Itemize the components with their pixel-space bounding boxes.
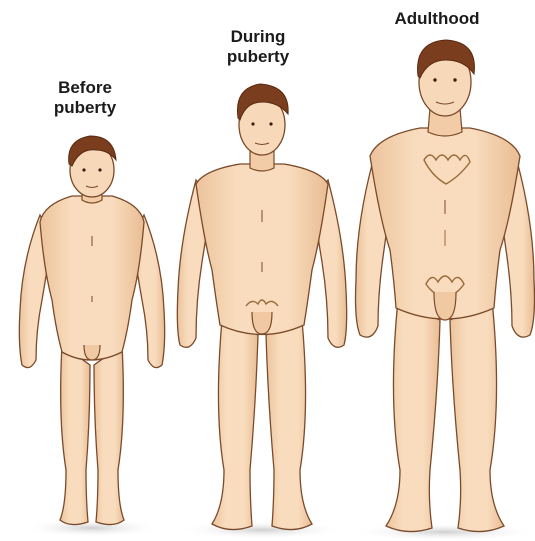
child-left-leg bbox=[60, 345, 90, 525]
adult-right-leg bbox=[450, 300, 504, 532]
label-adulthood-text: Adulthood bbox=[372, 9, 502, 29]
label-during-line1: During bbox=[198, 27, 318, 47]
child-torso bbox=[40, 196, 144, 360]
adult-floor-shadow bbox=[350, 523, 535, 541]
adult-left-leg bbox=[386, 300, 440, 532]
child-genitals bbox=[84, 345, 100, 360]
adolescent-figure bbox=[177, 84, 347, 539]
label-before-puberty: Before puberty bbox=[30, 78, 140, 118]
adolescent-torso bbox=[196, 164, 328, 335]
adolescent-right-leg bbox=[266, 320, 312, 530]
label-adulthood: Adulthood bbox=[372, 9, 502, 29]
adolescent-floor-shadow bbox=[177, 521, 347, 539]
label-during-line2: puberty bbox=[198, 47, 318, 67]
label-during-puberty: During puberty bbox=[198, 27, 318, 67]
child-right-leg bbox=[94, 345, 124, 525]
child-floor-shadow bbox=[22, 519, 162, 537]
label-before-line2: puberty bbox=[30, 98, 140, 118]
label-before-line1: Before bbox=[30, 78, 140, 98]
adult-figure bbox=[350, 40, 535, 541]
child-figure bbox=[19, 136, 164, 537]
adolescent-left-leg bbox=[212, 320, 258, 530]
